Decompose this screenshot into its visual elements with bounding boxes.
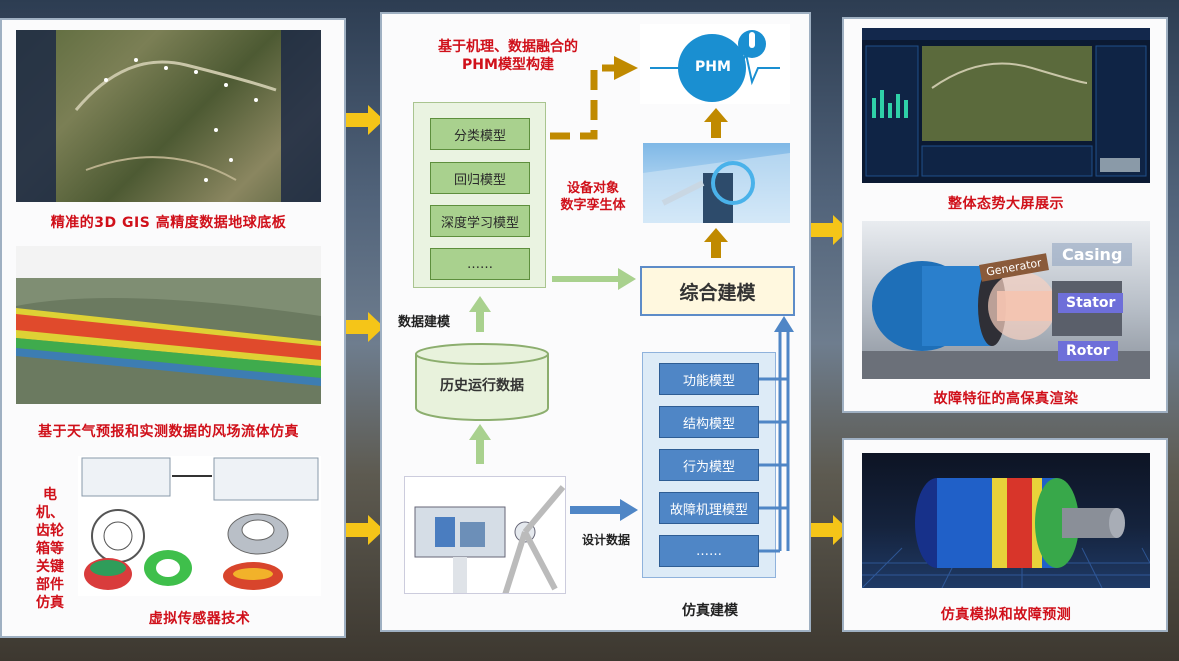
- wind-flow-image: [16, 246, 321, 404]
- arrow-right-icon: [346, 515, 384, 545]
- component-sim-label: 电 机、 齿轮 箱等 关键 部件 仿真: [36, 487, 64, 611]
- render-label-rotor: Rotor: [1058, 341, 1118, 361]
- model-more: ……: [430, 248, 530, 280]
- data-modeling-label: 数据建模: [398, 315, 451, 330]
- render-label-stator: Stator: [1058, 293, 1124, 313]
- caption-dashboard: 整体态势大屏展示: [948, 196, 1064, 212]
- arrow-right-icon: [552, 268, 636, 290]
- turbine-cutaway-image: [404, 476, 566, 594]
- arrow-up-icon: [469, 296, 491, 332]
- caption-predict: 仿真模拟和故障预测: [940, 607, 1072, 623]
- arrow-right-icon: [346, 105, 384, 135]
- integrated-modeling-box: 综合建模: [640, 266, 795, 316]
- arrow-right-icon: [811, 215, 849, 245]
- sim-connector-lines: [759, 316, 794, 553]
- phm-arrow: [550, 56, 638, 140]
- arrow-up-icon: [704, 108, 728, 138]
- digital-twin-image: [643, 143, 790, 223]
- render-label-casing: Casing: [1052, 243, 1133, 266]
- arrow-up-icon: [704, 228, 728, 258]
- virtual-sensor-image: [78, 456, 321, 596]
- phm-logo-text: PHM: [695, 59, 731, 75]
- fault-prediction-image: [862, 453, 1150, 588]
- model-fault-mechanism: 故障机理模型: [659, 492, 759, 524]
- arrow-up-icon: [469, 424, 491, 464]
- dashboard-image: [862, 28, 1150, 183]
- model-function: 功能模型: [659, 363, 759, 395]
- model-regression: 回归模型: [430, 162, 530, 194]
- history-data-cylinder: [415, 343, 549, 421]
- sim-modeling-label: 仿真建模: [682, 603, 738, 619]
- model-classification: 分类模型: [430, 118, 530, 150]
- history-data-label: 历史运行数据: [440, 378, 524, 394]
- model-structure: 结构模型: [659, 406, 759, 438]
- caption-sensor: 虚拟传感器技术: [148, 611, 251, 627]
- arrow-right-icon: [811, 515, 849, 545]
- design-data-label: 设计数据: [582, 533, 631, 547]
- caption-gis: 精准的3D GIS 高精度数据地球底板: [50, 215, 287, 231]
- phm-title: 基于机理、数据融合的 PHM模型构建: [438, 39, 578, 73]
- phm-logo: PHM: [640, 24, 790, 104]
- model-behavior: 行为模型: [659, 449, 759, 481]
- arrow-right-icon: [346, 312, 384, 342]
- caption-render: 故障特征的高保真渲染: [933, 391, 1079, 407]
- fault-render-image: Generator Casing Stator Rotor: [862, 221, 1150, 379]
- caption-flow: 基于天气预报和实测数据的风场流体仿真: [38, 424, 299, 440]
- digital-twin-label: 设备对象 数字孪生体: [560, 181, 626, 213]
- model-more-sim: ……: [659, 535, 759, 567]
- arrow-right-icon: [570, 499, 638, 521]
- model-deep-learning: 深度学习模型: [430, 205, 530, 237]
- gis-map-image: [16, 30, 321, 202]
